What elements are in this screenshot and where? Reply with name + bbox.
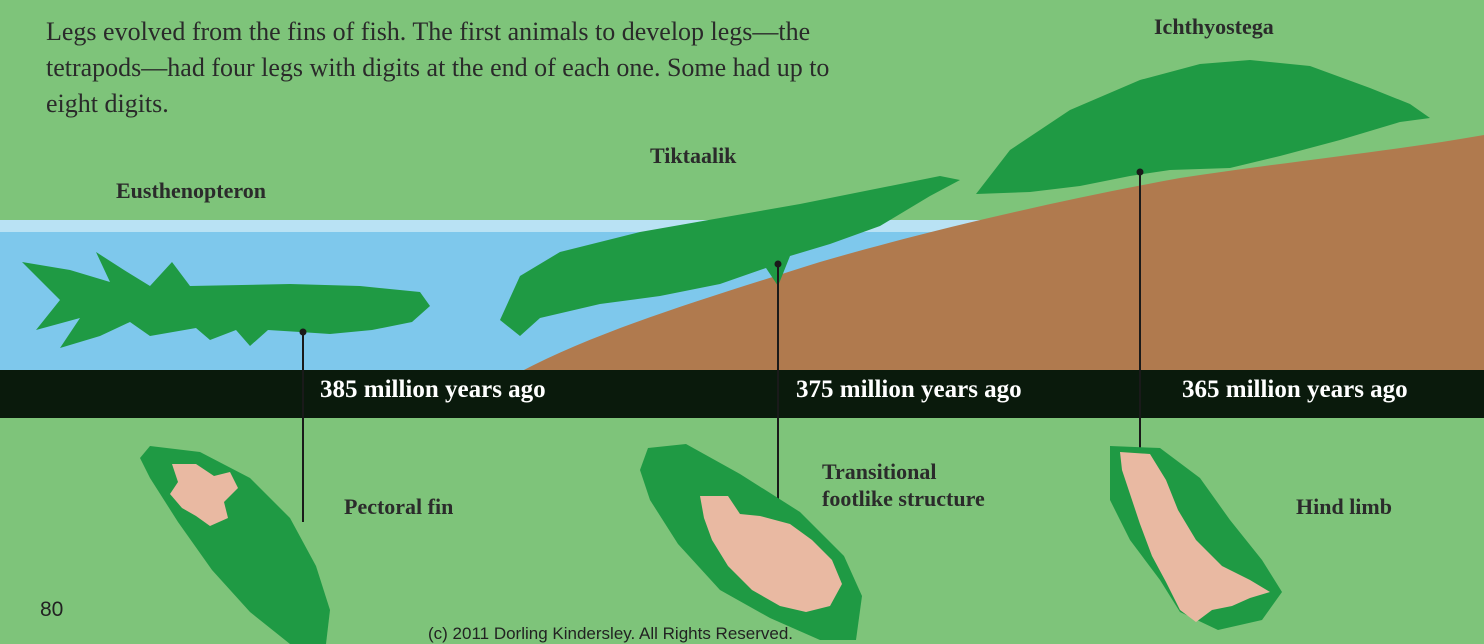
pectoral-fin-illustration bbox=[140, 446, 330, 644]
label-tiktaalik: Tiktaalik bbox=[650, 143, 737, 168]
timeline-label-365: 365 million years ago bbox=[1182, 376, 1408, 403]
label-hind-limb: Hind limb bbox=[1296, 494, 1392, 519]
pointer-dot-ichthyostega bbox=[1136, 168, 1144, 176]
hind-limb-illustration bbox=[1110, 446, 1282, 630]
label-eusthenopteron: Eusthenopteron bbox=[116, 178, 266, 203]
transitional-foot-illustration bbox=[640, 444, 862, 640]
pointer-dot-tiktaalik bbox=[774, 260, 782, 268]
page-number: 80 bbox=[40, 598, 64, 621]
timeline-label-375: 375 million years ago bbox=[796, 376, 1022, 403]
label-ichthyostega: Ichthyostega bbox=[1154, 14, 1274, 39]
land-slope bbox=[520, 135, 1484, 372]
ichthyostega-silhouette bbox=[976, 60, 1430, 194]
tiktaalik-silhouette bbox=[500, 176, 960, 336]
label-transitional-footlike-structure: Transitional footlike structure bbox=[822, 459, 985, 511]
copyright-notice: (c) 2011 Dorling Kindersley. All Rights … bbox=[428, 624, 794, 643]
timeline-bar bbox=[0, 370, 1484, 418]
eusthenopteron-silhouette bbox=[22, 252, 430, 348]
label-pectoral-fin: Pectoral fin bbox=[344, 494, 454, 519]
pointer-dot-eusthenopteron bbox=[299, 328, 307, 336]
intro-paragraph: Legs evolved from the fins of fish. The … bbox=[46, 17, 830, 118]
timeline-label-385: 385 million years ago bbox=[320, 376, 546, 403]
